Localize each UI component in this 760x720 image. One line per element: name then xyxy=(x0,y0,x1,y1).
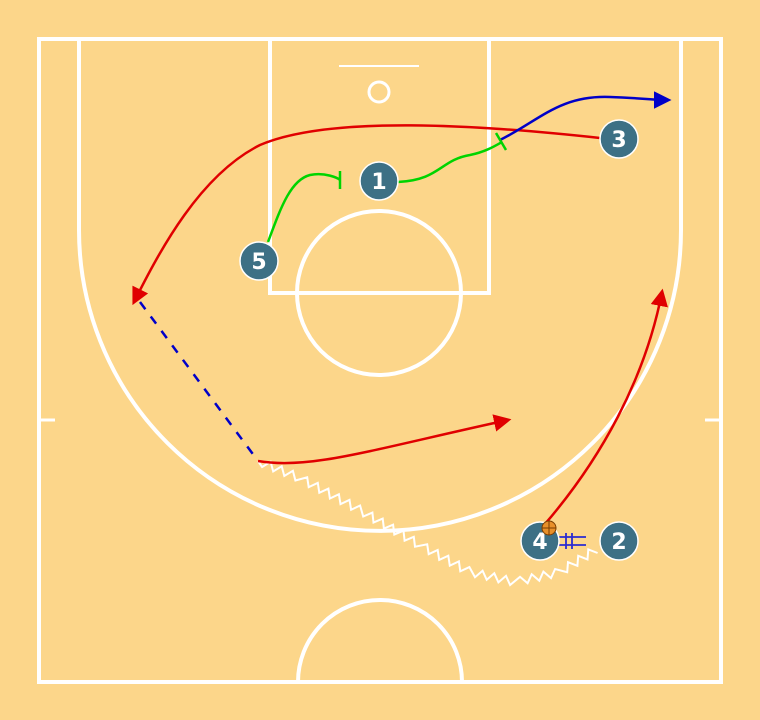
three-point-line xyxy=(77,39,683,533)
player-4-cut-path xyxy=(544,288,668,525)
player-2-handoff-marks xyxy=(558,533,586,549)
perimeter-cut-path xyxy=(257,414,512,465)
player-3-label: 3 xyxy=(611,128,626,153)
player-3-cut-path xyxy=(132,124,601,306)
player-1-label: 1 xyxy=(371,170,386,195)
paint-lane xyxy=(268,37,491,295)
player-5-label: 5 xyxy=(251,250,266,275)
basketball-seams xyxy=(542,521,556,535)
player-1-screen-path xyxy=(397,140,503,184)
player-2-dribble-path xyxy=(257,460,598,587)
pass-to-wing-path xyxy=(138,301,260,462)
player-5-screen-path xyxy=(266,172,341,243)
basket-rim xyxy=(367,80,391,104)
players: 1 2 3 4 5 xyxy=(239,119,639,561)
player-3-marker: 3 xyxy=(599,119,639,159)
free-throw-circle xyxy=(295,209,463,377)
player-4-label: 4 xyxy=(532,530,547,555)
player-1-screen-bar xyxy=(494,132,508,151)
player-1-blue-cut-path xyxy=(499,91,672,142)
player-2-marker: 2 xyxy=(599,521,639,561)
court-lines xyxy=(37,37,723,684)
center-circle xyxy=(296,598,464,683)
player-1-marker: 1 xyxy=(359,161,399,201)
player-5-marker: 5 xyxy=(239,241,279,281)
player-1-circle xyxy=(359,161,399,201)
player-2-label: 2 xyxy=(611,530,626,555)
player-3-circle xyxy=(599,119,639,159)
player-5-circle xyxy=(239,241,279,281)
player-2-circle xyxy=(599,521,639,561)
